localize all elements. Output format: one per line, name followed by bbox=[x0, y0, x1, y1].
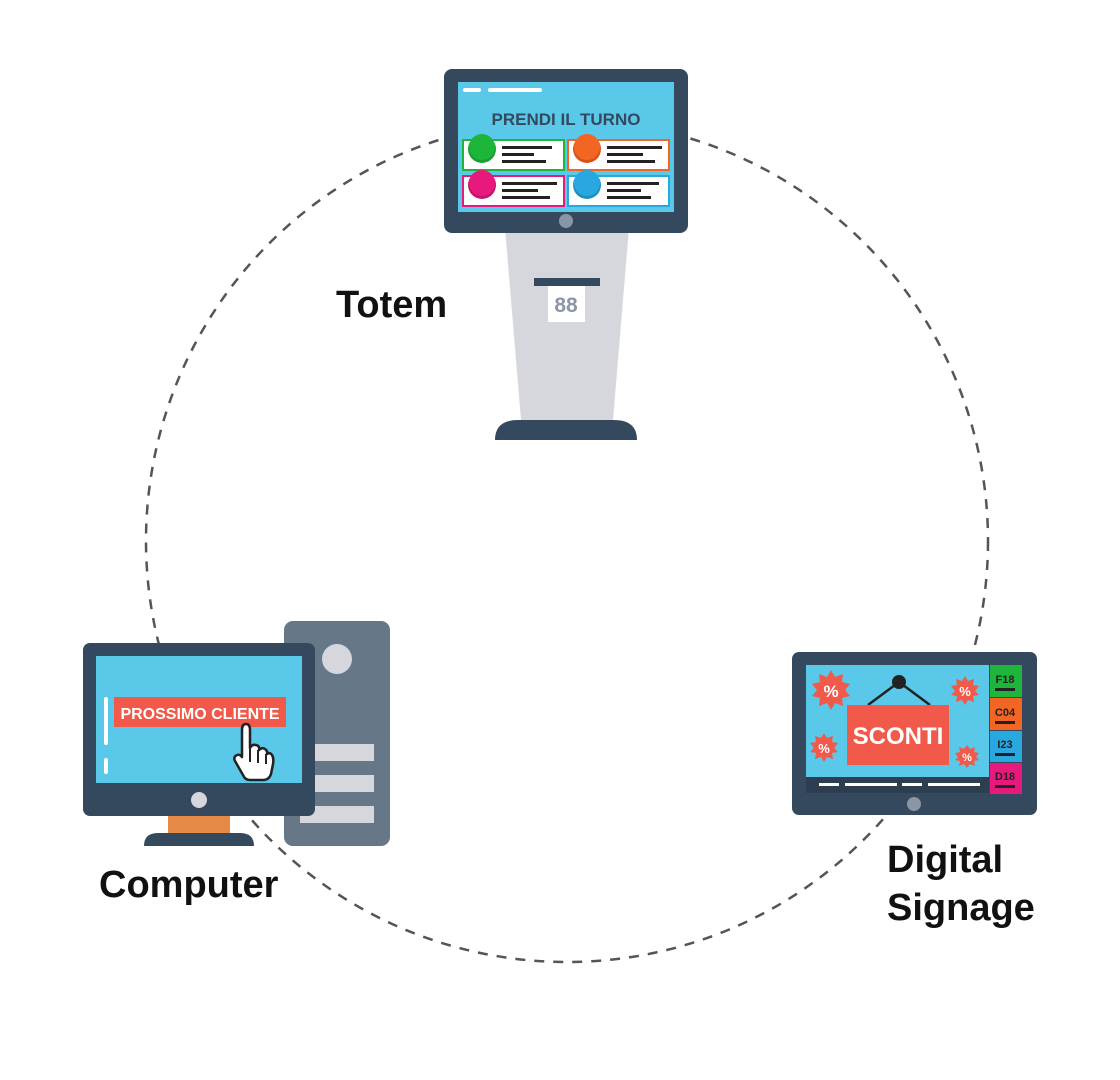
totem-stand bbox=[505, 228, 629, 420]
monitor-neck bbox=[168, 814, 230, 836]
totem-kiosk: 88 PRENDI IL TURNO bbox=[444, 69, 688, 440]
ticket bbox=[548, 286, 585, 322]
svg-text:F18: F18 bbox=[996, 674, 1015, 686]
totem-label: Totem bbox=[336, 284, 448, 326]
percent-badge-icon: % bbox=[955, 745, 979, 768]
signage-ticker bbox=[806, 777, 989, 793]
svg-text:%: % bbox=[818, 741, 830, 756]
totem-option-blue[interactable] bbox=[567, 170, 670, 207]
sconti-label: SCONTI bbox=[853, 723, 944, 750]
queue-item: F18 bbox=[990, 665, 1022, 697]
totem-option-orange[interactable] bbox=[567, 134, 670, 171]
ticket-slot bbox=[534, 278, 600, 286]
svg-text:C04: C04 bbox=[995, 707, 1016, 719]
sconti-sign: SCONTI bbox=[847, 705, 949, 765]
queue-item: C04 bbox=[990, 698, 1022, 730]
next-client-label: PROSSIMO CLIENTE bbox=[120, 706, 279, 723]
queue-item: D18 bbox=[990, 763, 1022, 794]
totem-camera bbox=[559, 214, 573, 228]
computer-power-led bbox=[191, 792, 207, 808]
hand-pointer-icon bbox=[233, 722, 275, 782]
ticket-number: 88 bbox=[554, 294, 578, 317]
svg-text:%: % bbox=[959, 684, 971, 699]
totem-base bbox=[495, 420, 637, 440]
queue-item: I23 bbox=[990, 731, 1022, 762]
percent-badge-icon: % bbox=[951, 676, 979, 705]
totem-option-pink[interactable] bbox=[462, 170, 565, 207]
signage-power-led bbox=[907, 797, 921, 811]
percent-badge-icon: % bbox=[812, 670, 850, 710]
digital-signage-label-line1: Digital bbox=[887, 839, 1004, 881]
queue-list: F18 C04 I23 D18 bbox=[990, 665, 1022, 794]
totem-screen-title: PRENDI IL TURNO bbox=[492, 110, 641, 129]
computer-label: Computer bbox=[99, 864, 279, 906]
svg-text:I23: I23 bbox=[997, 739, 1012, 751]
next-client-button[interactable]: PROSSIMO CLIENTE bbox=[114, 697, 286, 727]
svg-text:%: % bbox=[823, 682, 838, 701]
svg-text:%: % bbox=[962, 752, 972, 764]
digital-signage-label-line2: Signage bbox=[887, 887, 1035, 929]
computer-workstation: PROSSIMO CLIENTE bbox=[83, 621, 390, 846]
totem-option-green[interactable] bbox=[462, 134, 565, 171]
percent-badge-icon: % bbox=[810, 733, 838, 762]
svg-text:D18: D18 bbox=[995, 771, 1015, 783]
digital-signage-display: SCONTI % % % % F18 C04 bbox=[792, 652, 1037, 815]
monitor-base bbox=[144, 833, 254, 846]
